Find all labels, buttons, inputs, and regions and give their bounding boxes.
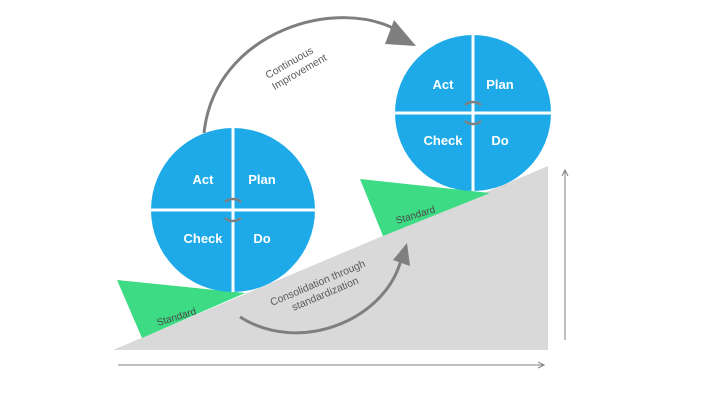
pdca-cycle-upper: Act Plan Check Do (395, 35, 551, 191)
continuous-improvement-label: Continuous Improvement (264, 41, 330, 93)
cycle-arrows-icon (224, 197, 242, 223)
quadrant-act: Act (193, 172, 215, 187)
consolidation-arrowhead (393, 243, 410, 266)
quadrant-do: Do (253, 231, 270, 246)
standard-wedge-lower (117, 280, 245, 338)
pdca-cycle-lower: Act Plan Check Do (151, 128, 315, 292)
consolidation-arrow (239, 259, 403, 335)
quadrant-plan: Plan (248, 172, 276, 187)
quadrant-do: Do (491, 133, 508, 148)
cycle-arrows-icon (464, 100, 482, 126)
quadrant-check: Check (423, 133, 463, 148)
continuous-improvement-arrow (202, 16, 401, 134)
quadrant-check: Check (183, 231, 223, 246)
quadrant-plan: Plan (486, 77, 514, 92)
standard-wedge-upper (360, 179, 490, 236)
quadrant-act: Act (433, 77, 455, 92)
continuous-improvement-arrowhead (385, 20, 416, 46)
